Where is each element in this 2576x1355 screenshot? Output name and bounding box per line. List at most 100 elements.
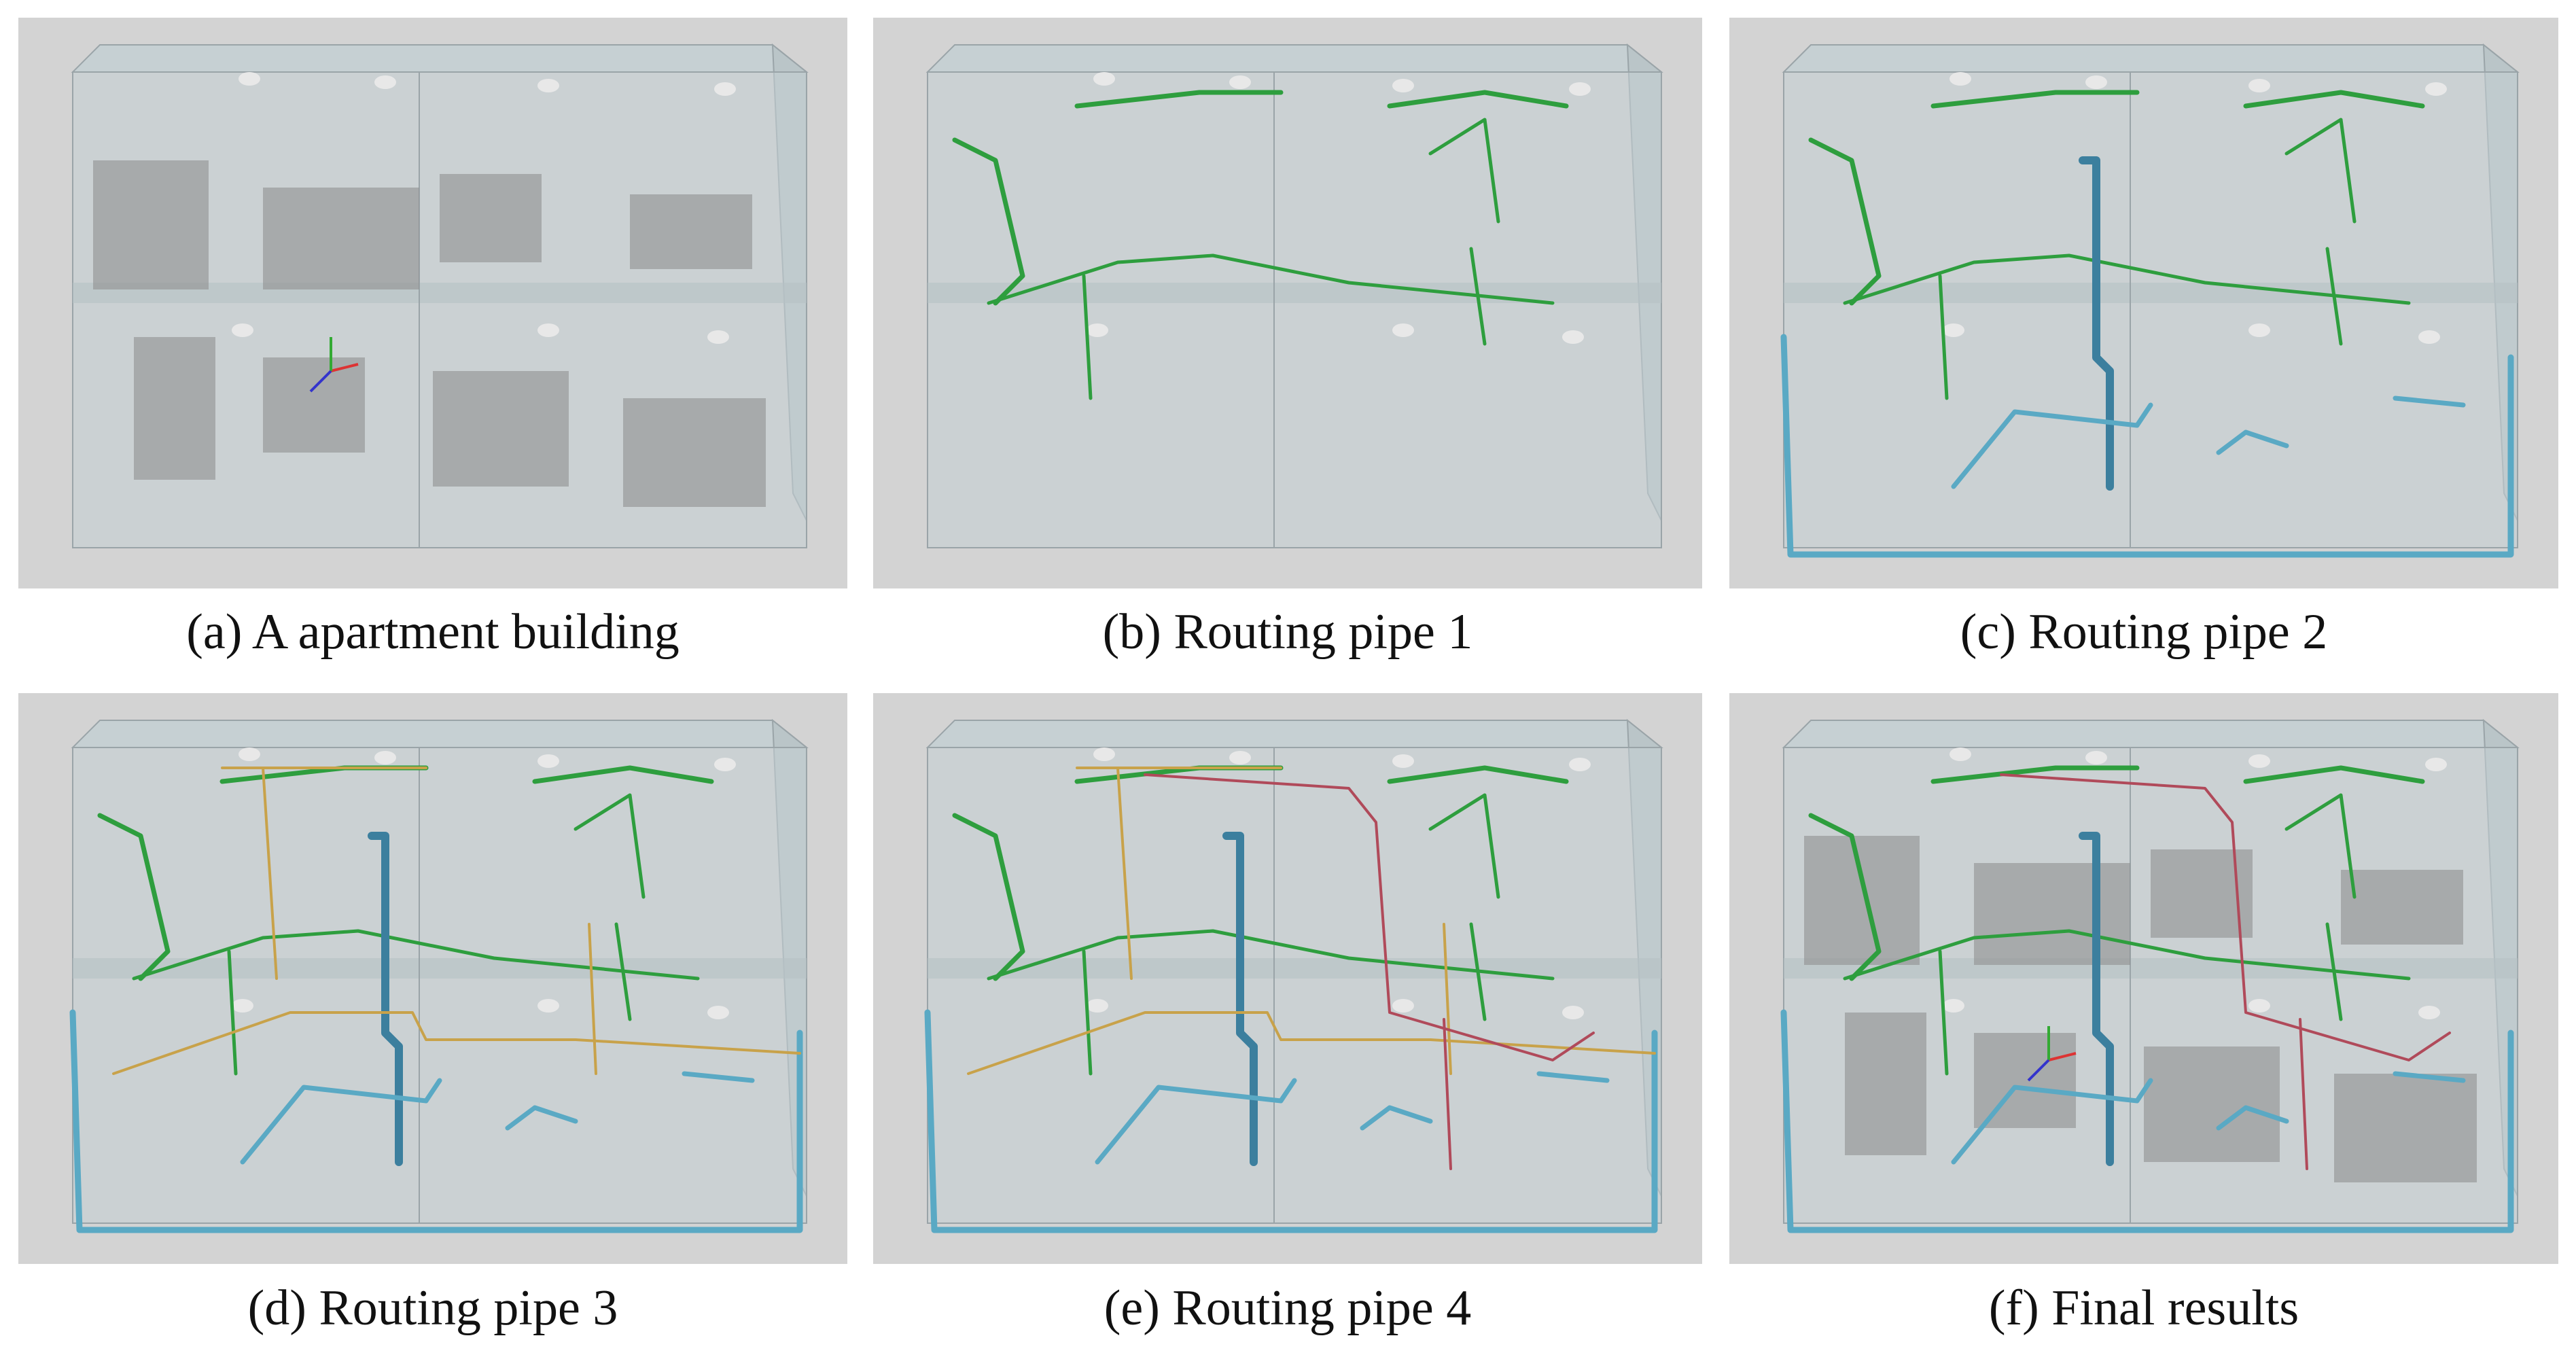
building-render xyxy=(1780,43,2520,558)
pipe-blue xyxy=(505,1105,578,1131)
pipe-green xyxy=(2325,247,2343,346)
fixture xyxy=(232,323,253,337)
pipe-green xyxy=(1074,90,1284,109)
room-window xyxy=(2341,870,2463,945)
fixture xyxy=(1087,323,1108,337)
pipe-green xyxy=(2243,765,2425,784)
fixture xyxy=(2248,79,2270,92)
pipe-blue xyxy=(1360,1105,1433,1131)
pipe-green xyxy=(987,253,1555,305)
pipe-blue xyxy=(2216,1105,2289,1131)
roof-face xyxy=(71,44,809,73)
fixture xyxy=(1943,999,1964,1013)
pipe-green xyxy=(2243,90,2425,109)
pipe-red xyxy=(2000,773,2451,1061)
pipe-green xyxy=(1808,137,1882,306)
fixture xyxy=(537,323,559,337)
fixture xyxy=(2418,1006,2440,1019)
pipe-blue-riser xyxy=(2079,832,2114,1166)
fixture xyxy=(1569,82,1591,96)
room-window xyxy=(623,398,766,507)
roof-face xyxy=(1782,720,2520,748)
pipe-green xyxy=(1469,247,1487,346)
room-window xyxy=(1974,1033,2076,1128)
pipe-green xyxy=(1469,922,1487,1021)
pipe-blue xyxy=(1780,1009,2514,1233)
caption-a: (a) A apartment building xyxy=(186,604,680,660)
pipe-yellow xyxy=(967,1011,1656,1075)
pipe-green xyxy=(987,929,1555,981)
fixture xyxy=(1392,323,1414,337)
pipe-green xyxy=(1428,793,1500,899)
fixture xyxy=(714,758,736,771)
floor-slab xyxy=(73,958,807,979)
building-render xyxy=(69,718,809,1233)
fixture xyxy=(1392,754,1414,768)
fixture xyxy=(374,751,396,764)
fixture xyxy=(707,330,729,344)
pipe-green xyxy=(2284,793,2357,899)
pipe-red xyxy=(1443,1018,1452,1170)
fixture xyxy=(232,999,253,1013)
fixture xyxy=(1229,751,1251,764)
pipe-blue xyxy=(1951,1078,2153,1165)
fixture xyxy=(2085,75,2107,89)
pipe-green xyxy=(2284,118,2357,224)
fixture xyxy=(2248,323,2270,337)
pipe-green xyxy=(1387,765,1569,784)
pipe-green xyxy=(1082,274,1093,400)
caption-b: (b) Routing pipe 1 xyxy=(1102,604,1473,660)
fixture xyxy=(1943,323,1964,337)
floor-slab xyxy=(73,283,807,303)
pipe-yellow xyxy=(1443,923,1452,1075)
room-window xyxy=(263,357,365,453)
pipe-blue xyxy=(2393,1071,2466,1083)
axis-z xyxy=(2027,1059,2050,1082)
roof-face xyxy=(71,720,809,748)
pipe-yellow xyxy=(112,1011,801,1075)
fixture xyxy=(1392,999,1414,1013)
fixture xyxy=(1562,330,1584,344)
pipe-green xyxy=(1387,90,1569,109)
room-window xyxy=(2334,1074,2477,1182)
fixture xyxy=(2248,754,2270,768)
front-face xyxy=(1783,71,2518,548)
floor-slab xyxy=(1784,283,2518,303)
fixture xyxy=(1949,747,1971,761)
panel-f-final-results xyxy=(1729,693,2558,1264)
room-window xyxy=(134,337,215,480)
axis-x xyxy=(2048,1052,2077,1061)
panel-c-routing-pipe-2 xyxy=(1729,18,2558,588)
fixture xyxy=(1562,1006,1584,1019)
fixture xyxy=(2085,751,2107,764)
fixture xyxy=(2248,999,2270,1013)
room-window xyxy=(1974,863,2130,965)
pipe-green xyxy=(574,793,646,899)
pipe-green xyxy=(2325,922,2343,1021)
fixture xyxy=(1392,79,1414,92)
pipe-blue xyxy=(1780,334,2514,558)
fixture xyxy=(2425,82,2447,96)
pipe-green xyxy=(1938,949,1949,1076)
fixture xyxy=(374,75,396,89)
panel-a-apartment-building xyxy=(18,18,847,588)
pipe-blue xyxy=(69,1009,803,1233)
panel-d-routing-pipe-3 xyxy=(18,693,847,1264)
pipe-blue xyxy=(1095,1078,1297,1165)
room-window xyxy=(440,174,542,262)
fixture xyxy=(707,1006,729,1019)
panel-b-routing-pipe-1 xyxy=(873,18,1702,588)
caption-f: (f) Final results xyxy=(1988,1280,2299,1336)
pipe-blue xyxy=(1951,402,2153,489)
fixture xyxy=(537,79,559,92)
building-render xyxy=(925,43,1663,548)
roof-face xyxy=(1782,44,2520,73)
panel-e-routing-pipe-4 xyxy=(873,693,1702,1264)
pipe-blue xyxy=(2393,395,2466,408)
pipe-green xyxy=(1082,949,1093,1076)
pipe-blue-riser xyxy=(368,832,403,1166)
pipe-green xyxy=(132,929,700,981)
room-window xyxy=(433,371,569,487)
pipe-yellow xyxy=(262,767,278,980)
fixture xyxy=(714,82,736,96)
